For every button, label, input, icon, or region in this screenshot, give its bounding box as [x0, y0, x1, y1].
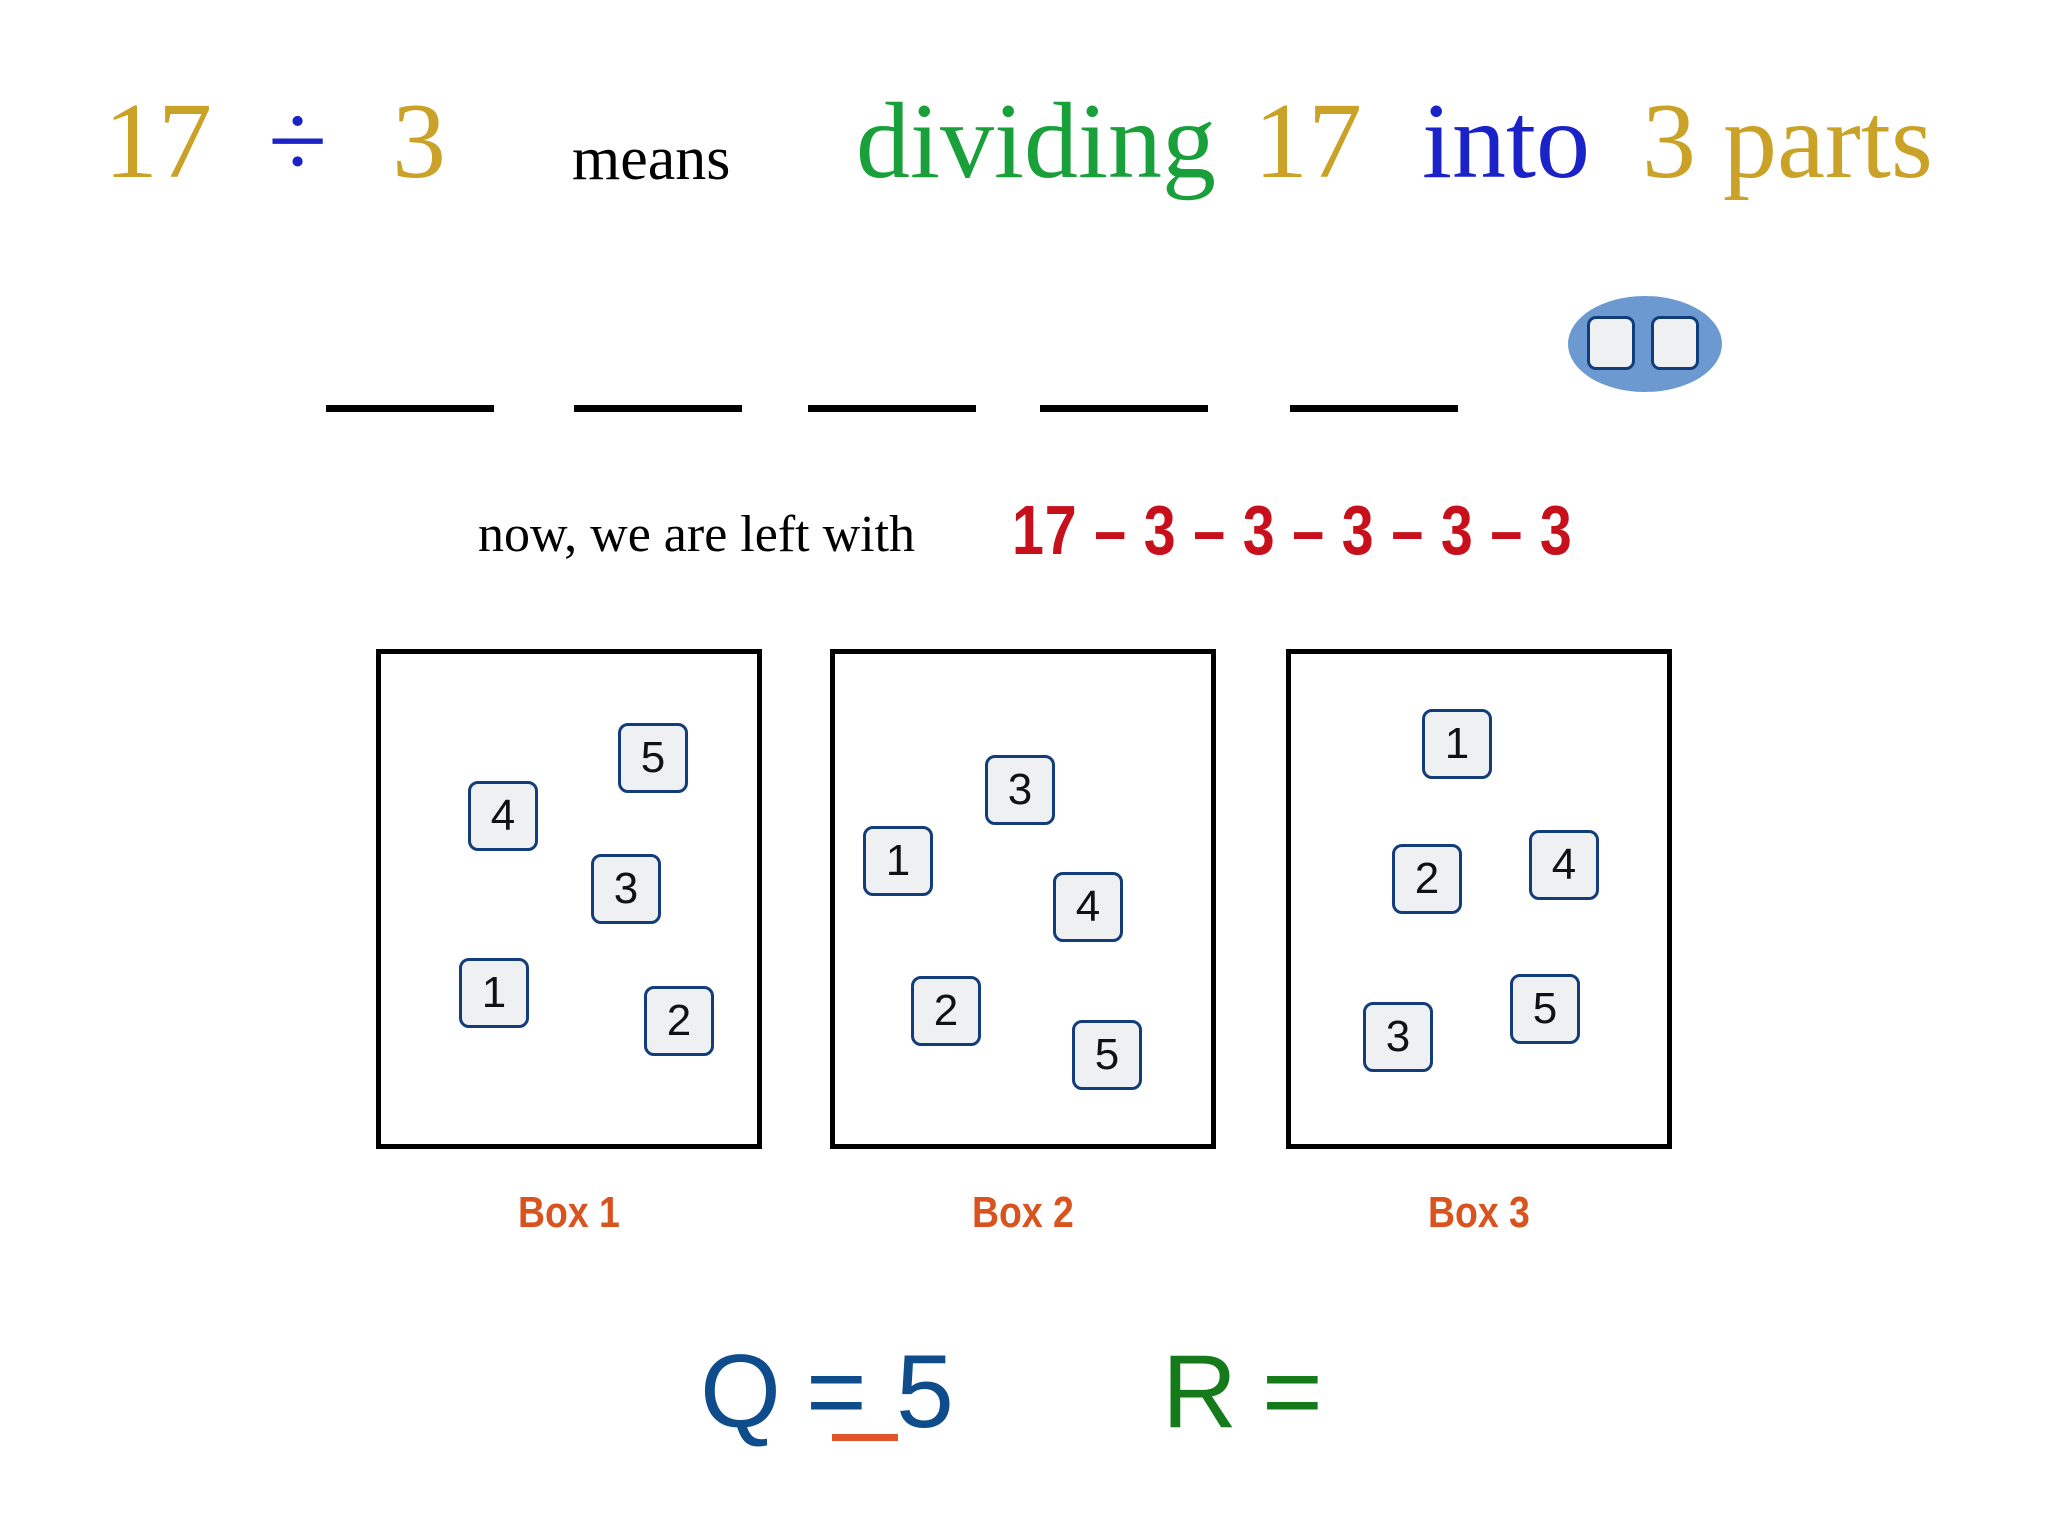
- quotient-underline: [832, 1434, 898, 1441]
- counter-tile: 4: [1529, 830, 1599, 900]
- counter-tile: 5: [1072, 1020, 1142, 1090]
- remainder-label: R: [1162, 1334, 1238, 1450]
- counter-tile: 3: [985, 755, 1055, 825]
- counter-tile: 4: [1053, 872, 1123, 942]
- divisor: 3: [392, 82, 446, 201]
- number-17: 17: [1254, 82, 1362, 201]
- subtraction-expression: 17 – 3 – 3 – 3 – 3 – 3: [1012, 491, 1573, 569]
- dividend: 17: [104, 82, 212, 201]
- counter-tile: 3: [1363, 1002, 1433, 1072]
- box-1-label: Box 1: [518, 1188, 620, 1237]
- remainder-equals: =: [1262, 1334, 1323, 1450]
- counter-tile: 5: [618, 723, 688, 793]
- box-2-label: Box 2: [972, 1188, 1074, 1237]
- blank-line-4: [1040, 405, 1208, 412]
- left-with-text: now, we are left with: [478, 506, 916, 563]
- counter-tile: 3: [591, 854, 661, 924]
- quotient-label: Q: [700, 1334, 781, 1450]
- counter-tile: 5: [1510, 974, 1580, 1044]
- means-word: means: [572, 125, 731, 193]
- parts-phrase: 3 parts: [1642, 82, 1933, 201]
- quotient-equals: =: [806, 1334, 867, 1450]
- blank-line-2: [574, 405, 742, 412]
- box-2: 3 1 4 2 5: [830, 649, 1216, 1149]
- quotient-value: 5: [896, 1334, 954, 1450]
- dividing-word: dividing: [856, 82, 1217, 201]
- into-word: into: [1422, 82, 1591, 201]
- division-sign: ÷: [268, 82, 328, 201]
- remainder-tile: [1587, 316, 1635, 370]
- box-3: 1 2 4 3 5: [1286, 649, 1672, 1149]
- blank-line-1: [326, 405, 494, 412]
- blank-line-5: [1290, 405, 1458, 412]
- blank-line-3: [808, 405, 976, 412]
- box-3-label: Box 3: [1428, 1188, 1530, 1237]
- counter-tile: 1: [863, 826, 933, 896]
- counter-tile: 2: [911, 976, 981, 1046]
- counter-tile: 4: [468, 781, 538, 851]
- box-1: 5 4 3 1 2: [376, 649, 762, 1149]
- remainder-tile: [1651, 316, 1699, 370]
- counter-tile: 1: [1422, 709, 1492, 779]
- counter-tile: 2: [644, 986, 714, 1056]
- counter-tile: 2: [1392, 844, 1462, 914]
- remainder-tiles-oval: [1568, 296, 1722, 392]
- counter-tile: 1: [459, 958, 529, 1028]
